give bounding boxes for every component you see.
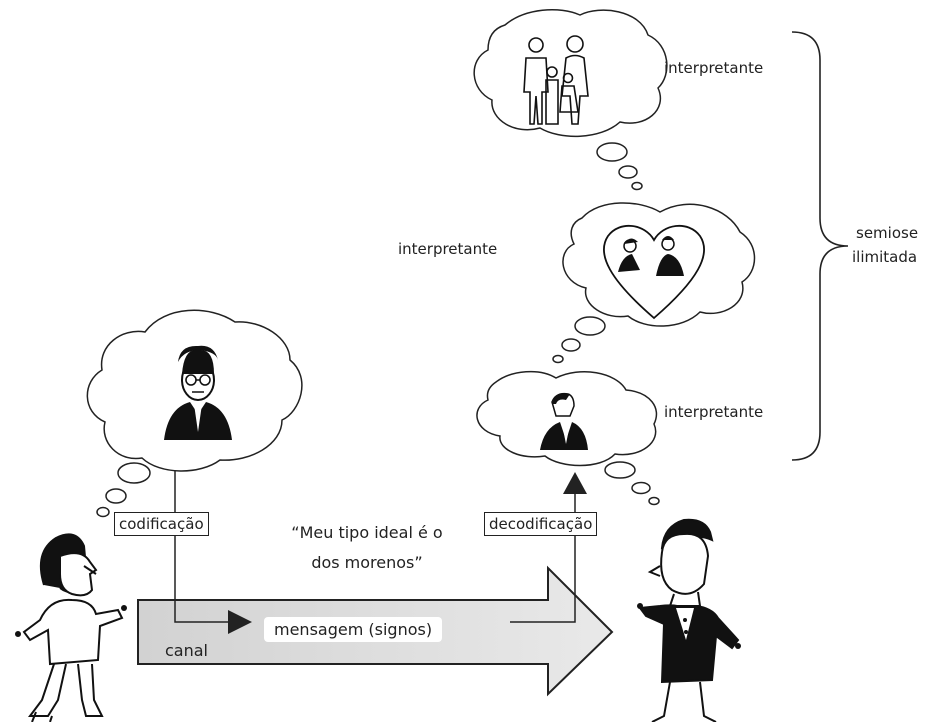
ilimitada-label: ilimitada: [852, 248, 918, 266]
semiose-label: semiose: [856, 224, 919, 242]
sender-woman-figure: [15, 533, 127, 722]
decodificacao-box: decodificação: [484, 512, 598, 536]
man-bust-icon: [540, 392, 588, 450]
family-icon: [523, 35, 589, 125]
heart-couple-icon: [603, 225, 705, 320]
receiver-man-figure: [637, 518, 741, 722]
quote-text: “Meu tipo ideal é o dos morenos”: [258, 518, 476, 578]
quote-line-1: “Meu tipo ideal é o: [291, 523, 443, 542]
codificacao-box: codificação: [114, 512, 209, 536]
thought-cloud-top: [473, 8, 668, 191]
dark-haired-man-icon: [164, 345, 232, 440]
mensagem-label: mensagem (signos): [264, 617, 443, 642]
interpretante-label-low: interpretante: [664, 403, 764, 421]
canal-label: canal: [165, 641, 208, 660]
quote-line-2: dos morenos”: [311, 553, 423, 572]
interpretante-label-top: interpretante: [664, 59, 764, 77]
thought-cloud-receiver: [476, 370, 660, 506]
curly-brace: [791, 31, 849, 461]
interpretante-label-middle: interpretante: [398, 240, 498, 258]
